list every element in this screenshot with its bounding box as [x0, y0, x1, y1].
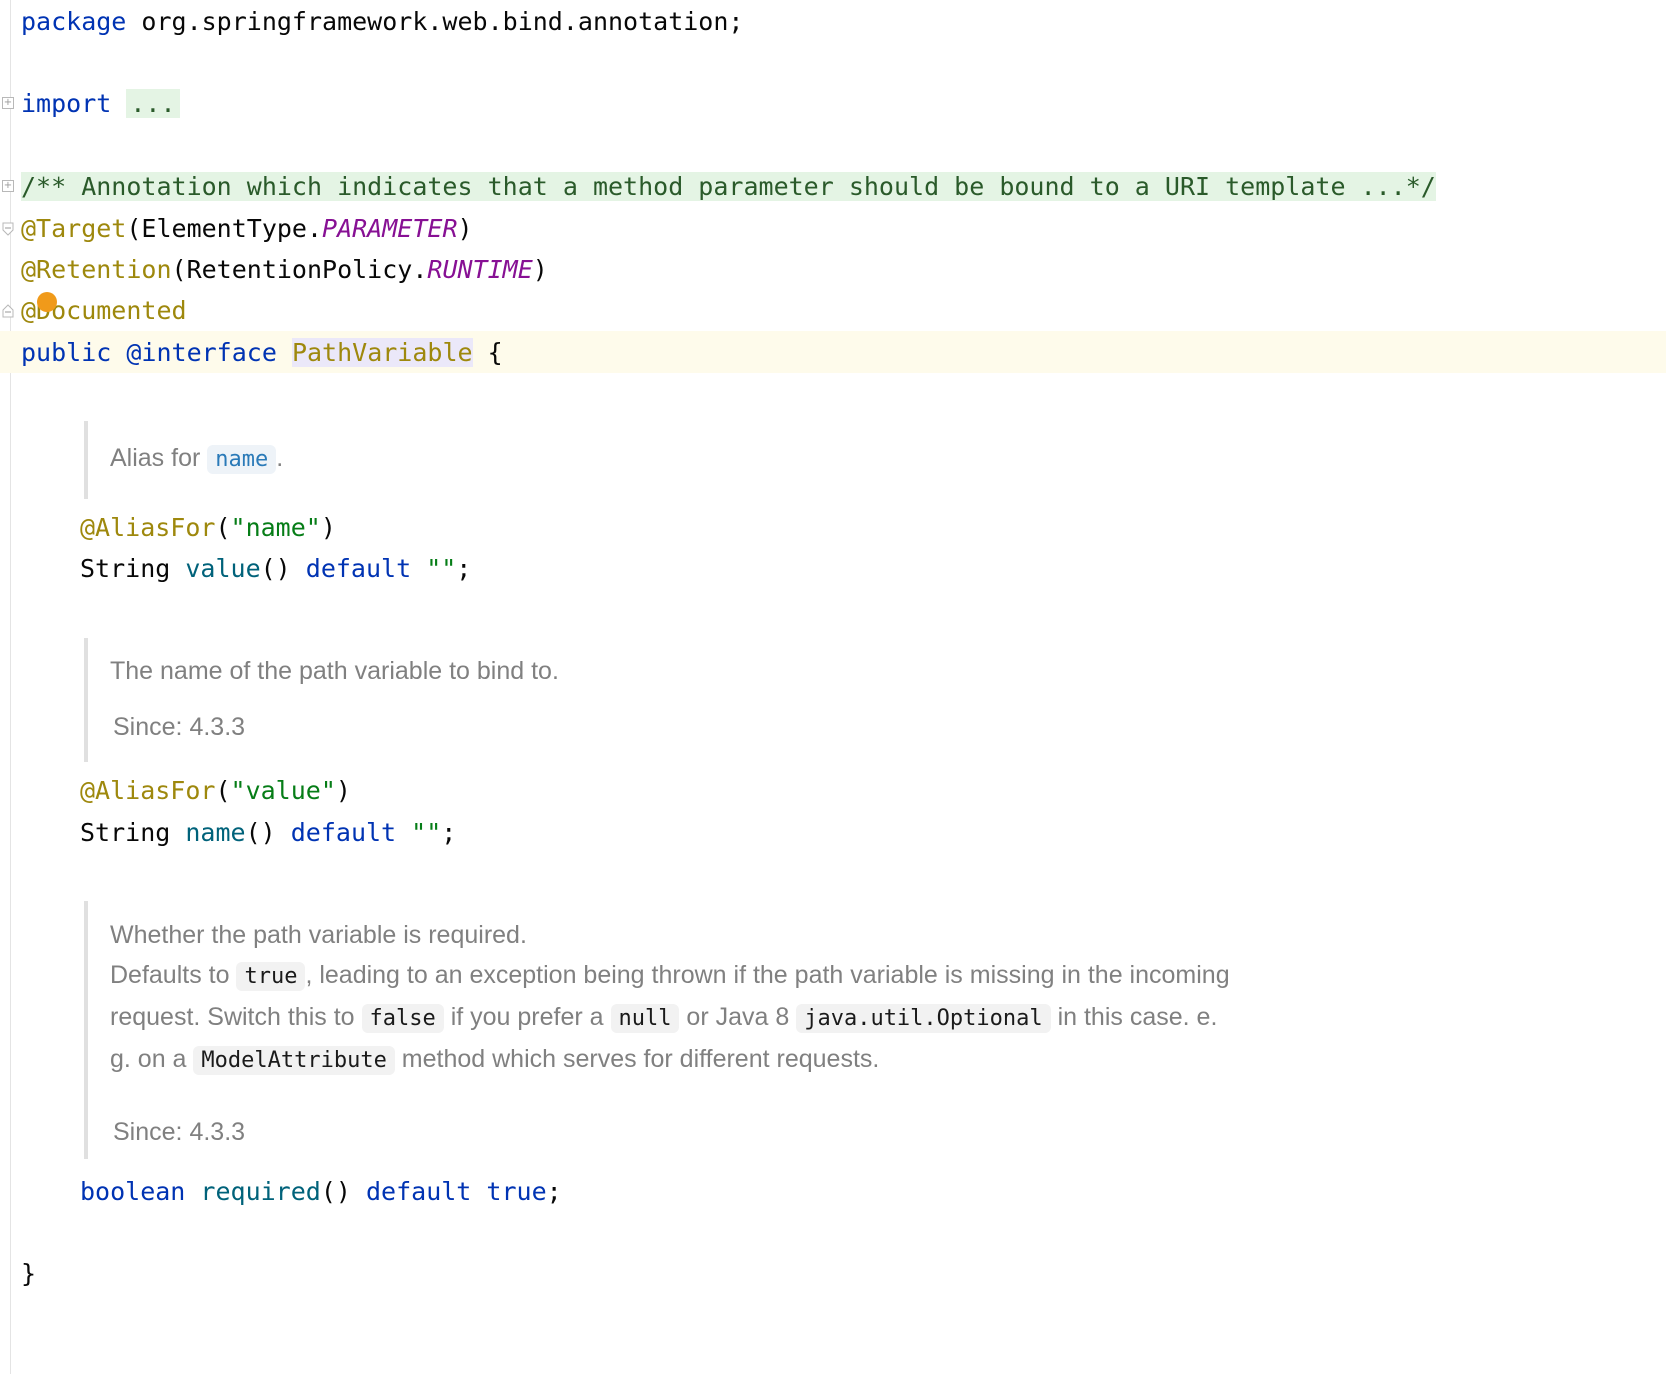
doc-link-name[interactable]: name — [207, 445, 277, 474]
interface-declaration-line: public @interface PathVariable { — [21, 338, 503, 367]
fold-collapse-icon[interactable] — [2, 222, 14, 236]
target-annotation-line: @Target(ElementType.PARAMETER) — [21, 214, 473, 243]
fold-expand-icon[interactable]: + — [2, 180, 14, 192]
method-declaration-line: boolean required() default true; — [80, 1177, 562, 1206]
aliasfor-annotation-line: @AliasFor("value") — [80, 776, 351, 805]
aliasfor-annotation-line: @AliasFor("name") — [80, 513, 336, 542]
closing-brace: } — [21, 1259, 37, 1288]
import-line: import ... — [21, 84, 180, 124]
javadoc-folded-line[interactable]: /** Annotation which indicates that a me… — [21, 172, 1436, 201]
retention-annotation-line: @Retention(RetentionPolicy.RUNTIME) — [21, 255, 548, 284]
package-line: package org.springframework.web.bind.ann… — [21, 7, 744, 36]
editor-gutter — [10, 0, 11, 1374]
method-declaration-line: String name() default ""; — [80, 818, 457, 847]
javadoc-render-block: Alias for name. — [84, 421, 283, 499]
fold-expand-icon[interactable]: + — [2, 97, 14, 109]
method-declaration-line: String value() default ""; — [80, 554, 472, 583]
breakpoint-dot-icon[interactable] — [37, 292, 57, 312]
fold-collapse-icon[interactable] — [2, 304, 14, 318]
interface-name[interactable]: PathVariable — [291, 338, 473, 367]
folded-imports[interactable]: ... — [126, 89, 180, 118]
javadoc-render-block: The name of the path variable to bind to… — [84, 638, 559, 762]
current-line-highlight — [0, 331, 1666, 373]
javadoc-render-block: Whether the path variable is required. D… — [84, 901, 1310, 1159]
